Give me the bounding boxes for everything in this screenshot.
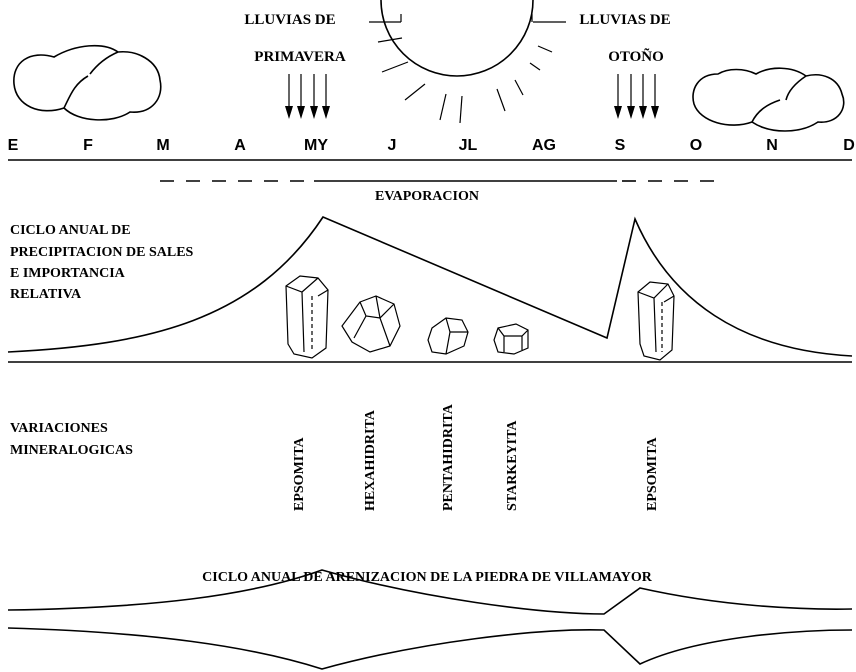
arenization-lower-curve	[7, 627, 853, 670]
month-label: E	[8, 137, 19, 154]
cloud-right-icon	[692, 67, 845, 132]
mineral-name-starkeyita: STARKEYITA	[505, 420, 520, 511]
month-label: N	[766, 137, 778, 154]
precipitation-title-line: RELATIVA	[10, 287, 82, 302]
arenization-title: CICLO ANUAL DE ARENIZACION DE LA PIEDRA …	[202, 570, 653, 585]
precipitation-title-line: PRECIPITACION DE SALES	[10, 245, 194, 260]
autumn-rain-label-line2: OTOÑO	[608, 47, 664, 65]
precipitation-title-line: E IMPORTANCIA	[10, 266, 126, 281]
mineral-name-pentahidrita: PENTAHIDRITA	[441, 403, 456, 511]
autumn-rain-arrows	[614, 74, 659, 119]
epsomite-crystal-right-icon	[637, 281, 675, 361]
cloud-left-icon	[13, 44, 162, 121]
precipitation-curve	[7, 216, 853, 357]
mineral-name-epsomita: EPSOMITA	[292, 436, 307, 511]
precipitation-title-line: CICLO ANUAL DE	[10, 223, 131, 238]
variations-title: VARIACIONES MINERALOGICAS	[10, 421, 133, 458]
epsomite-crystal-icon	[285, 275, 329, 359]
month-label: JL	[459, 137, 478, 154]
month-label: D	[843, 137, 855, 154]
month-label: M	[156, 137, 169, 154]
precipitation-title: CICLO ANUAL DE PRECIPITACION DE SALES E …	[10, 223, 194, 302]
mineral-names: EPSOMITA HEXAHIDRITA PENTAHIDRITA STARKE…	[292, 403, 660, 511]
variations-title-line: VARIACIONES	[10, 421, 108, 436]
mineral-name-epsomita-right: EPSOMITA	[645, 436, 660, 511]
hexahydrite-crystal-icon	[341, 295, 401, 353]
autumn-rain-label-line1: LLUVIAS DE	[579, 12, 670, 28]
sun-icon	[369, 0, 566, 124]
arenization-upper-curve	[7, 569, 853, 615]
month-label: AG	[532, 137, 556, 154]
month-label: F	[83, 137, 93, 154]
spring-rain-label-line1: LLUVIAS DE	[244, 12, 335, 28]
starkeyite-crystal-icon	[493, 323, 529, 355]
month-label: A	[234, 137, 246, 154]
spring-rain-label-line2: PRIMAVERA	[254, 49, 346, 65]
spring-rain-arrows	[285, 74, 330, 119]
variations-title-line: MINERALOGICAS	[10, 443, 133, 458]
mineral-name-hexahidrita: HEXAHIDRITA	[363, 409, 378, 511]
evaporation-label: EVAPORACION	[375, 189, 479, 204]
pentahydrite-crystal-icon	[427, 317, 469, 355]
month-label: MY	[304, 137, 328, 154]
month-label: S	[615, 137, 626, 154]
month-labels: E F M A MY J JL AG S O N D	[8, 137, 855, 154]
month-label: O	[690, 137, 702, 154]
month-label: J	[388, 137, 397, 154]
